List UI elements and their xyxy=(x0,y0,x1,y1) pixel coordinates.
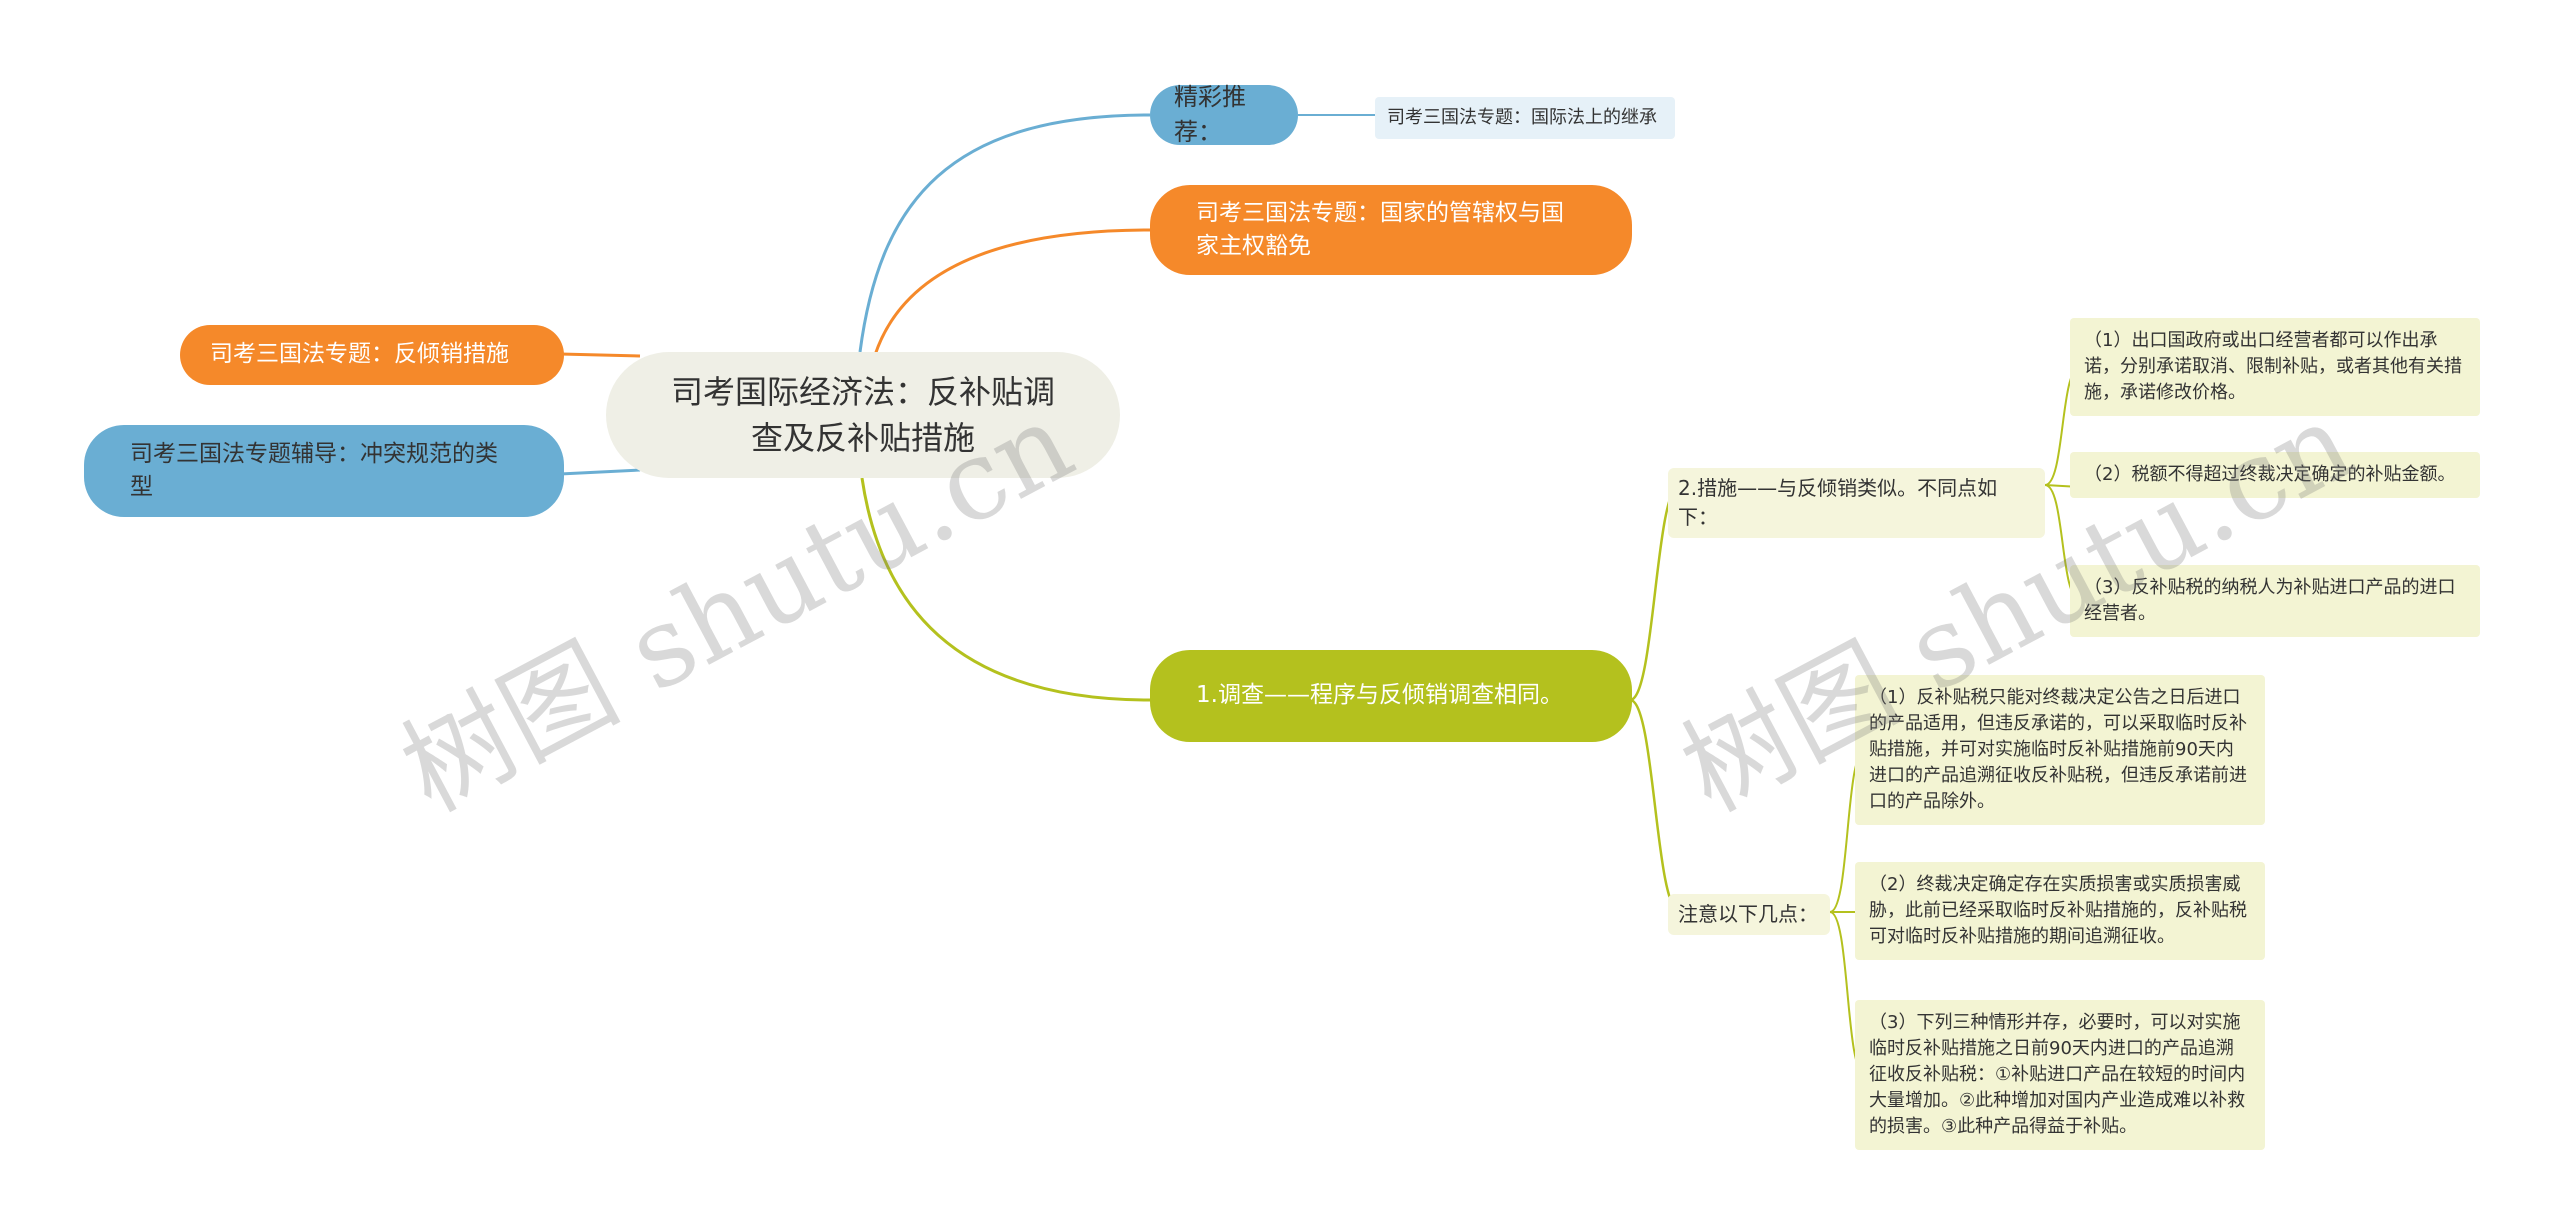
measures-item-2[interactable]: （2）税额不得超过终裁决定确定的补贴金额。 xyxy=(2070,452,2480,499)
recommend-link-item[interactable]: 司考三国法专题：国际法上的继承 xyxy=(1375,97,1675,140)
branch-recommend-label: 精彩推荐： xyxy=(1174,83,1246,146)
notes-item-2-text: （2）终裁决定确定存在实质损害或实质损害威胁，此前已经采取临时反补贴措施的，反补… xyxy=(1869,874,2247,948)
notes-label: 注意以下几点： xyxy=(1678,902,1818,926)
root-topic-text: 司考国际经济法：反补贴调查及反补贴措施 xyxy=(670,372,1055,457)
link-root-jurisdiction xyxy=(873,228,1151,356)
branch-recommend[interactable]: 精彩推荐： xyxy=(1150,83,1298,146)
notes-item-3[interactable]: （3）下列三种情形并存，必要时，可以对实施临时反补贴措施之日前90天内进口的产品… xyxy=(1855,1000,2265,1151)
branch-investigation[interactable]: 1.调查——程序与反倾销调查相同。 xyxy=(1150,650,1632,742)
root-topic[interactable]: 司考国际经济法：反补贴调查及反补贴措施 xyxy=(606,352,1120,478)
link-root-antidumping xyxy=(559,352,641,358)
notes-item-2[interactable]: （2）终裁决定确定存在实质损害或实质损害威胁，此前已经采取临时反补贴措施的，反补… xyxy=(1855,862,2265,961)
branch-antidumping-label: 司考三国法专题：反倾销措施 xyxy=(210,341,509,368)
branch-investigation-label: 1.调查——程序与反倾销调查相同。 xyxy=(1196,682,1563,709)
notes-node[interactable]: 注意以下几点： xyxy=(1668,894,1830,935)
branch-antidumping[interactable]: 司考三国法专题：反倾销措施 xyxy=(180,325,564,385)
measures-item-2-text: （2）税额不得超过终裁决定确定的补贴金额。 xyxy=(2084,464,2456,485)
measures-item-3-text: （3）反补贴税的纳税人为补贴进口产品的进口经营者。 xyxy=(2084,577,2456,625)
notes-item-3-text: （3）下列三种情形并存，必要时，可以对实施临时反补贴措施之日前90天内进口的产品… xyxy=(1869,1012,2246,1138)
measures-item-3[interactable]: （3）反补贴税的纳税人为补贴进口产品的进口经营者。 xyxy=(2070,565,2480,638)
measures-item-1-text: （1）出口国政府或出口经营者都可以作出承诺，分别承诺取消、限制补贴，或者其他有关… xyxy=(2084,330,2462,404)
link-root-conflict xyxy=(559,468,641,476)
notes-item-1-text: （1）反补贴税只能对终裁决定公告之日后进口的产品适用，但违反承诺的，可以采取临时… xyxy=(1869,687,2247,813)
measures-label: 2.措施——与反倾销类似。不同点如下： xyxy=(1678,476,1998,529)
notes-item-1[interactable]: （1）反补贴税只能对终裁决定公告之日后进口的产品适用，但违反承诺的，可以采取临时… xyxy=(1855,675,2265,826)
recommend-link-text: 司考三国法专题：国际法上的继承 xyxy=(1387,107,1657,128)
link-root-investigation xyxy=(860,477,1151,702)
measures-node[interactable]: 2.措施——与反倾销类似。不同点如下： xyxy=(1668,468,2045,538)
branch-jurisdiction-label: 司考三国法专题：国家的管辖权与国家主权豁免 xyxy=(1196,199,1564,259)
measures-item-1[interactable]: （1）出口国政府或出口经营者都可以作出承诺，分别承诺取消、限制补贴，或者其他有关… xyxy=(2070,318,2480,417)
branch-conflict[interactable]: 司考三国法专题辅导：冲突规范的类型 xyxy=(84,425,564,517)
link-root-recommend xyxy=(858,113,1151,353)
link-investigation-notes xyxy=(1629,698,1681,914)
branch-conflict-label: 司考三国法专题辅导：冲突规范的类型 xyxy=(130,440,498,500)
branch-jurisdiction[interactable]: 司考三国法专题：国家的管辖权与国家主权豁免 xyxy=(1150,185,1632,275)
